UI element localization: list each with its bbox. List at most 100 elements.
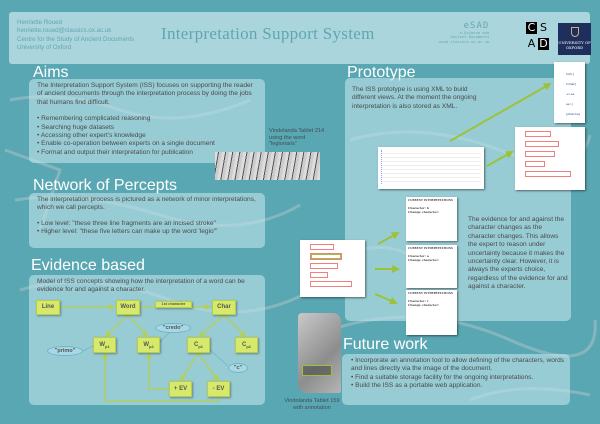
node-minus-ev: - EV bbox=[207, 381, 230, 397]
ci-change-character[interactable]: Change character: bbox=[408, 210, 440, 215]
future-item: • Incorporate an annotation tool to allo… bbox=[351, 357, 565, 373]
node-cp2: Cp2 bbox=[235, 337, 258, 353]
aims-intro: The Interpretation Support System (ISS) … bbox=[37, 82, 253, 106]
current-interpretations-1: Current interpretations Character: b Cha… bbox=[406, 197, 457, 241]
esad-sub: e-Science and bbox=[459, 30, 490, 35]
char-row bbox=[525, 141, 559, 147]
poster-header: Henriette Roued henriette.roued@classics… bbox=[9, 12, 591, 64]
link-c bbox=[209, 349, 229, 367]
list-view-item: esc.] bbox=[566, 102, 573, 106]
network-title: Network of Percepts bbox=[33, 177, 178, 194]
tablet-159-caption: Vindolanda Tablet 159 with annotation bbox=[284, 398, 340, 411]
future-item: • Find a suitable storage facility for t… bbox=[351, 373, 534, 381]
edge-word-wp1 bbox=[105, 314, 129, 337]
node-cp1: Cp1 bbox=[187, 337, 210, 353]
network-panel: The interpretation process is pictured a… bbox=[29, 193, 265, 248]
edge-char-cp2 bbox=[223, 314, 246, 337]
char-row bbox=[525, 171, 571, 177]
aims-item: • Accessing other expert's knowledge bbox=[37, 132, 146, 140]
esad-url: esad.classics.ox.ac.uk bbox=[439, 38, 490, 44]
arrow-icon bbox=[374, 293, 398, 305]
char-row bbox=[310, 263, 338, 269]
evidence-intro: Model of ISS concepts showing how the in… bbox=[37, 278, 245, 294]
edge-word-wp2 bbox=[127, 314, 148, 337]
network-item: • Low level: "these three line fragments… bbox=[37, 219, 216, 227]
char-row bbox=[310, 281, 352, 287]
future-list: • Incorporate an annotation tool to allo… bbox=[351, 357, 566, 391]
oxford-logo: UNIVERSITY OF OXFORD bbox=[558, 23, 591, 55]
node-wp1-sub: p1 bbox=[105, 344, 110, 350]
char-row-selected[interactable] bbox=[310, 253, 342, 260]
current-interpretations-2: Current interpretations Character: a Cha… bbox=[406, 245, 457, 288]
list-view-item: -s i.ae bbox=[566, 92, 575, 96]
node-cp1-label: C bbox=[193, 342, 199, 348]
author-info: Henriette Roued henriette.roued@classics… bbox=[17, 19, 134, 52]
node-wp2-label: W bbox=[143, 342, 149, 348]
esad-logo-text: eSAD bbox=[463, 21, 490, 31]
edge-plusev-wp2 bbox=[146, 352, 169, 390]
esad-sub: Ancient Documents bbox=[450, 34, 490, 40]
csad-letter: D bbox=[538, 37, 549, 50]
csad-letter: A bbox=[527, 37, 536, 50]
node-cp2-label: C bbox=[241, 342, 247, 348]
csad-logo: C S A D bbox=[526, 22, 550, 56]
oxford-logo-text: UNIVERSITY OF OXFORD bbox=[558, 40, 591, 50]
arrow-icon bbox=[449, 83, 552, 142]
aims-item: • Searching huge datasets bbox=[37, 123, 115, 131]
author-email[interactable]: henriette.roued@classics.ox.ac.uk bbox=[17, 27, 112, 35]
char-row bbox=[525, 161, 545, 167]
ci-character: Character: a bbox=[408, 254, 429, 259]
author-name: Henriette Roued bbox=[17, 19, 63, 26]
node-credo: "credo" bbox=[155, 323, 191, 333]
xml-code bbox=[381, 150, 481, 184]
csad-letter: S bbox=[540, 21, 547, 34]
oxford-crest-icon bbox=[570, 27, 579, 37]
ci-heading: Current interpretations bbox=[408, 247, 453, 250]
arrow-icon bbox=[377, 232, 400, 245]
network-list: • Low level: "these three line fragments… bbox=[37, 220, 259, 237]
character-grid-screenshot-2 bbox=[300, 240, 365, 297]
link-credo bbox=[159, 331, 171, 343]
aims-item: • Enable co-operation between experts on… bbox=[37, 140, 215, 148]
list-view-item: turn.] bbox=[566, 72, 575, 76]
edge-char-cp1 bbox=[199, 314, 225, 337]
prototype-panel bbox=[345, 78, 571, 321]
node-plus-ev: + EV bbox=[169, 381, 192, 397]
xml-screenshot bbox=[378, 147, 484, 189]
ci-heading: Current interpretations bbox=[408, 292, 453, 295]
edge-minusev-wp1 bbox=[102, 352, 219, 402]
aims-text: The Interpretation Support System (ISS) … bbox=[37, 82, 259, 157]
list-view-item: prinsclos] bbox=[566, 112, 580, 116]
link-primo bbox=[82, 345, 94, 352]
ci-character: Character: b bbox=[408, 206, 429, 211]
aims-item: • Remembering complicated reasoning bbox=[37, 115, 151, 123]
arrow-icon bbox=[486, 151, 514, 167]
ci-change-character[interactable]: Change character: bbox=[408, 303, 440, 308]
author-centre: Centre for the Study of Ancient Document… bbox=[17, 35, 135, 43]
char-row bbox=[525, 151, 555, 157]
node-wp1-label: W bbox=[99, 342, 105, 348]
node-cp1-sub: p1 bbox=[198, 344, 203, 350]
character-grid-screenshot bbox=[515, 127, 585, 190]
node-primo: "primo" bbox=[47, 346, 83, 356]
future-title: Future work bbox=[343, 336, 428, 353]
aims-item: • Format and output their interpretation… bbox=[37, 148, 193, 156]
node-wp1: Wp1 bbox=[93, 337, 116, 353]
future-panel: • Incorporate an annotation tool to allo… bbox=[342, 354, 570, 405]
ci-change-character[interactable]: Change character: bbox=[408, 258, 440, 263]
char-row bbox=[310, 272, 328, 278]
list-view-item: lordar] bbox=[566, 82, 576, 86]
network-item: • Higher level: "these five letters can … bbox=[37, 228, 218, 236]
node-c: "c" bbox=[228, 363, 248, 373]
annotation-box bbox=[302, 365, 332, 376]
poster-title: Interpretation Support System bbox=[161, 24, 375, 43]
prototype-intro: The ISS prototype is using XML to build … bbox=[352, 86, 477, 110]
edge-cp1-minusev bbox=[197, 352, 219, 381]
aims-panel: The Interpretation Support System (ISS) … bbox=[29, 79, 265, 163]
tablet-214-caption: Vindolanda Tablet 214 using the word "le… bbox=[269, 128, 325, 148]
prototype-evidence-text: The evidence for and against the charact… bbox=[468, 216, 568, 291]
node-word: Word bbox=[116, 300, 140, 315]
tablet-214-image bbox=[215, 152, 320, 180]
